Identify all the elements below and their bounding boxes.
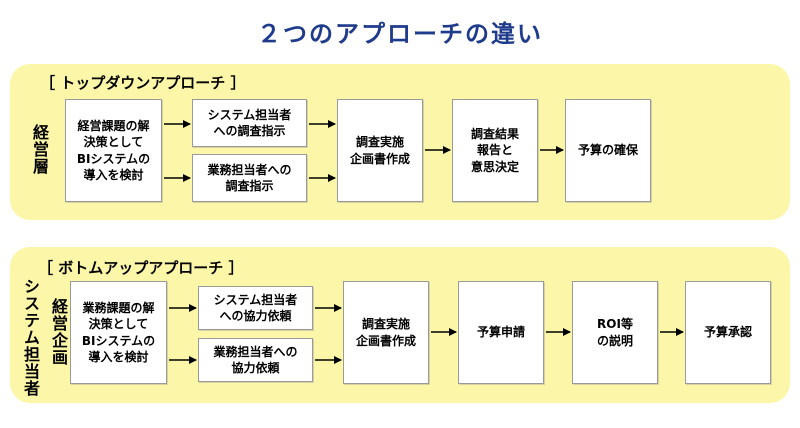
top-down-budget-box: 予算の確保 (565, 99, 651, 202)
bottom-up-business-request-box: 業務担当者への 協力依頼 (198, 338, 313, 382)
bottom-up-staff-request-box: システム担当者 への協力依頼 (198, 286, 313, 330)
top-down-staff-instruction-box: システム担当者 への調査指示 (192, 99, 307, 147)
top-down-label: ［ トップダウンアプローチ ］ (40, 74, 246, 92)
bottom-up-approval-box: 予算承認 (685, 281, 771, 384)
bottom-up-roi-box: ROI等 の説明 (572, 281, 658, 384)
bottom-up-plan-box: 調査実施 企画書作成 (343, 281, 429, 384)
corporate-planning-label: 経営企画 (49, 298, 68, 366)
top-down-report-box: 調査結果 報告と 意思決定 (452, 99, 538, 202)
top-down-plan-box: 調査実施 企画書作成 (337, 99, 423, 202)
bottom-up-budget-request-box: 予算申請 (458, 281, 544, 384)
top-down-business-instruction-box: 業務担当者への 調査指示 (192, 154, 307, 202)
bottom-up-intro-box: 業務課題の解 決策として BIシステムの 導入を検討 (70, 281, 167, 384)
top-down-intro-box: 経営課題の解 決策として BIシステムの 導入を検討 (65, 99, 162, 202)
bottom-up-label: ［ ボトムアップアプローチ ］ (38, 259, 244, 277)
page-title: ２つのアプローチの違い (257, 20, 543, 48)
management-label: 経営層 (30, 124, 49, 175)
system-staff-label: システム担当者 (21, 278, 40, 397)
